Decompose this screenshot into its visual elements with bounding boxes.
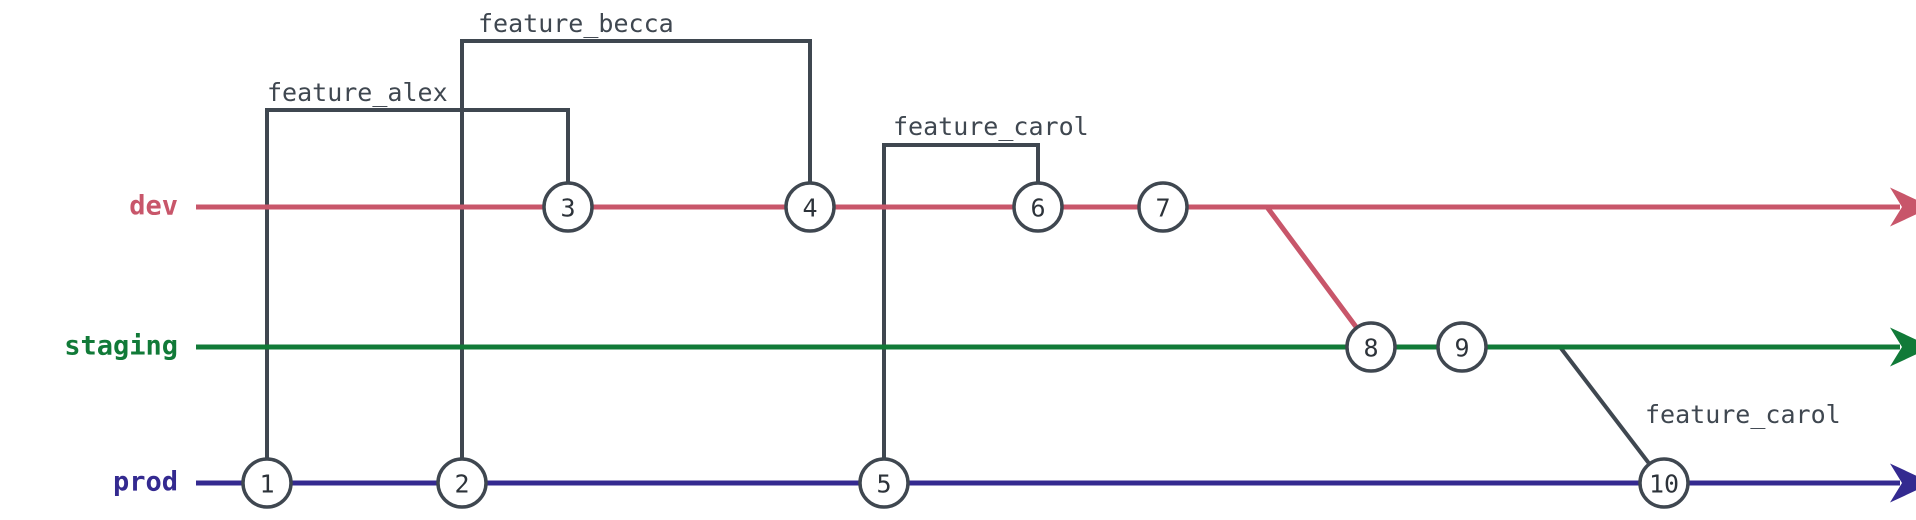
commit-label-8: 8 [1363, 334, 1378, 363]
commit-circle-4[interactable] [784, 181, 836, 233]
commit-node-9[interactable]: 9 [1436, 321, 1488, 373]
commit-nodes: 1 2 3 4 5 6 7 8 9 10 [241, 181, 1690, 509]
commit-label-2: 2 [454, 470, 469, 499]
branch-lane-labels: dev staging prod [64, 191, 178, 498]
lane-label-prod: prod [113, 467, 178, 498]
commit-circle-1[interactable] [241, 457, 293, 509]
commit-circle-3[interactable] [542, 181, 594, 233]
commit-label-1: 1 [259, 470, 274, 499]
feature-branch-path-feature_becca [460, 39, 812, 483]
commit-label-3: 3 [560, 194, 575, 223]
commit-circle-7[interactable] [1137, 181, 1189, 233]
feature-branch-path-feature_carol_bottom [1558, 345, 1666, 485]
commit-node-2[interactable]: 2 [436, 457, 488, 509]
branch-lane-lines [196, 187, 1916, 503]
feature-branch-labels: feature_alexfeature_beccafeature_carolfe… [267, 9, 1841, 429]
commit-label-9: 9 [1454, 334, 1469, 363]
commit-label-6: 6 [1030, 194, 1045, 223]
lane-label-dev: dev [129, 191, 178, 222]
commit-circle-9[interactable] [1436, 321, 1488, 373]
feature-branch-path-feature_carol_top [882, 143, 1040, 483]
feature-branch-label-feature_carol_bottom: feature_carol [1645, 400, 1841, 429]
commit-label-4: 4 [802, 194, 817, 223]
commit-node-1[interactable]: 1 [241, 457, 293, 509]
feature-branch-path-feature_alex [265, 108, 570, 483]
merge-lines [1264, 204, 1374, 350]
feature-branch-label-feature_becca: feature_becca [478, 9, 674, 38]
commit-circle-8[interactable] [1345, 321, 1397, 373]
commit-circle-10[interactable] [1638, 457, 1690, 509]
feature-branch-paths [265, 39, 1666, 485]
commit-circle-2[interactable] [436, 457, 488, 509]
commit-label-10: 10 [1649, 470, 1679, 499]
commit-node-8[interactable]: 8 [1345, 321, 1397, 373]
lane-label-staging: staging [64, 331, 178, 362]
feature-branch-label-feature_alex: feature_alex [267, 78, 448, 107]
commit-circle-5[interactable] [858, 457, 910, 509]
commit-label-5: 5 [876, 470, 891, 499]
commit-circle-6[interactable] [1012, 181, 1064, 233]
commit-node-3[interactable]: 3 [542, 181, 594, 233]
merge-line-dev-to-staging [1264, 204, 1374, 350]
commit-node-5[interactable]: 5 [858, 457, 910, 509]
commit-node-6[interactable]: 6 [1012, 181, 1064, 233]
commit-node-10[interactable]: 10 [1638, 457, 1690, 509]
commit-label-7: 7 [1155, 194, 1170, 223]
feature-branch-label-feature_carol_top: feature_carol [893, 112, 1089, 141]
commit-node-4[interactable]: 4 [784, 181, 836, 233]
commit-node-7[interactable]: 7 [1137, 181, 1189, 233]
